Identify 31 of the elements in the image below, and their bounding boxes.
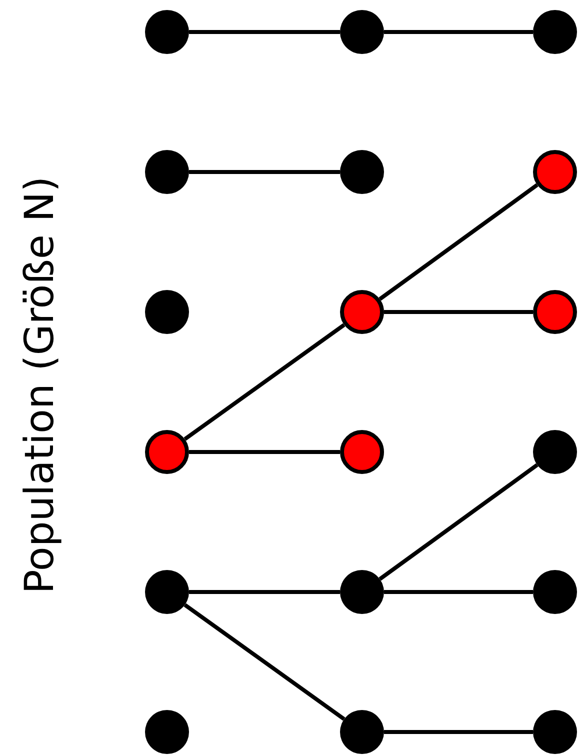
individual-dot bbox=[145, 430, 189, 474]
individual-dot bbox=[533, 10, 577, 54]
individual-dot bbox=[533, 710, 577, 754]
individual-dot bbox=[145, 150, 189, 194]
line bbox=[189, 170, 340, 174]
line bbox=[384, 310, 533, 314]
line bbox=[189, 590, 340, 594]
line bbox=[384, 730, 533, 734]
axis-label: Population (Größe N) bbox=[16, 176, 63, 594]
individual-dot bbox=[340, 430, 384, 474]
line bbox=[378, 183, 538, 301]
individual-dot bbox=[340, 710, 384, 754]
line bbox=[384, 30, 533, 34]
individual-dot bbox=[533, 150, 577, 194]
individual-dot bbox=[533, 570, 577, 614]
individual-dot bbox=[340, 570, 384, 614]
individual-dot bbox=[533, 290, 577, 334]
line bbox=[189, 30, 340, 34]
line bbox=[384, 590, 533, 594]
individual-dot bbox=[145, 10, 189, 54]
individual-dot bbox=[340, 10, 384, 54]
individual-dot bbox=[340, 290, 384, 334]
individual-dot bbox=[533, 430, 577, 474]
individual-dot bbox=[145, 710, 189, 754]
individual-dot bbox=[145, 290, 189, 334]
individual-dot bbox=[145, 570, 189, 614]
line bbox=[378, 463, 538, 581]
line bbox=[184, 603, 346, 721]
individual-dot bbox=[340, 150, 384, 194]
line bbox=[184, 323, 346, 441]
line bbox=[189, 450, 340, 454]
